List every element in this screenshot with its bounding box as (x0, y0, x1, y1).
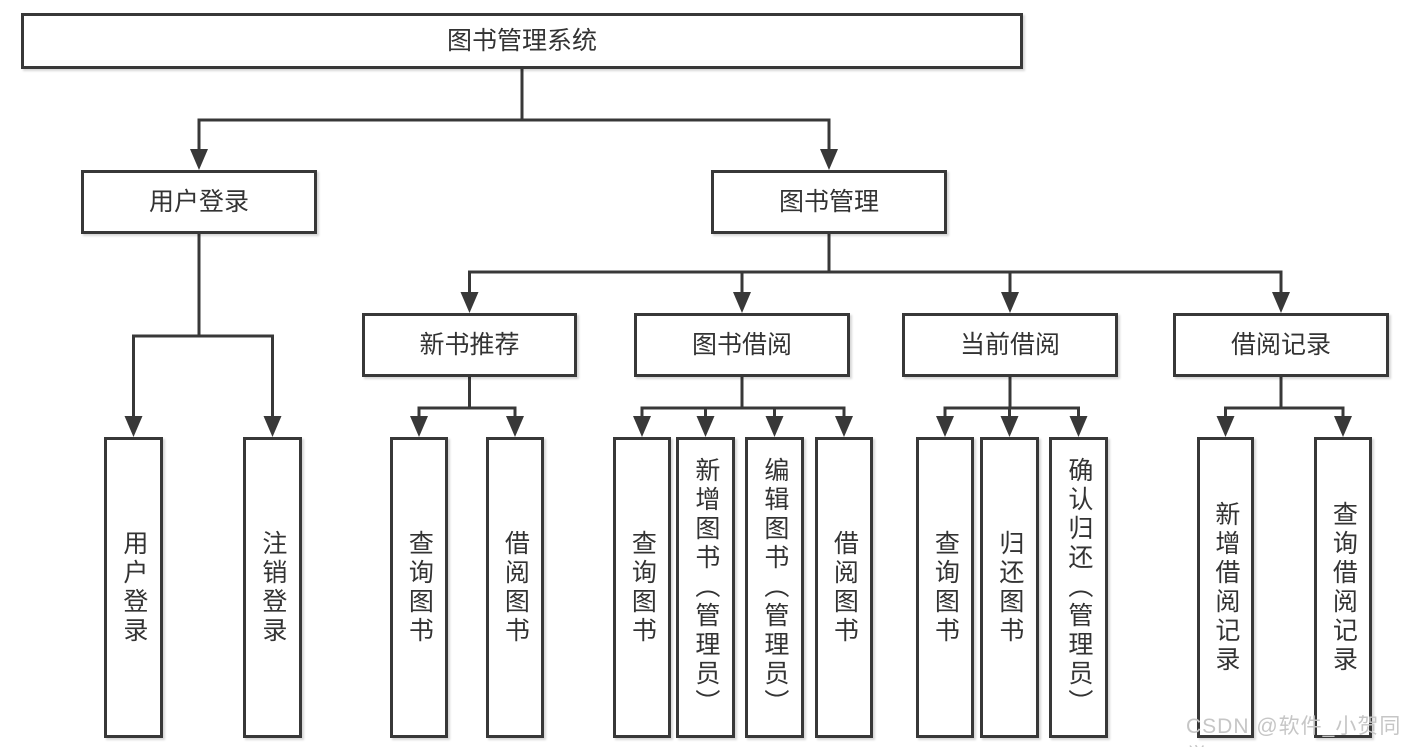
node-br-add-record: 新增借阅记录 (1197, 437, 1254, 738)
node-cb-confirm-admin: 确认归还（管理员） (1049, 437, 1108, 738)
node-rec-search-books: 查询图书 (390, 437, 448, 738)
node-root: 图书管理系统 (21, 13, 1023, 69)
node-leaf-logout: 注销登录 (243, 437, 302, 738)
node-bb-edit-books-admin: 编辑图书（管理员） (745, 437, 804, 738)
node-br-search-record: 查询借阅记录 (1314, 437, 1372, 738)
node-book-mgmt: 图书管理 (711, 170, 947, 234)
node-cb-search-books: 查询图书 (916, 437, 974, 738)
node-current-borrow: 当前借阅 (902, 313, 1118, 377)
node-new-book-rec: 新书推荐 (362, 313, 577, 377)
node-leaf-user-login: 用户登录 (104, 437, 163, 738)
node-bb-borrow-books: 借阅图书 (815, 437, 873, 738)
node-bb-add-books-admin: 新增图书（管理员） (676, 437, 735, 738)
node-user-login: 用户登录 (81, 170, 317, 234)
node-cb-return-books: 归还图书 (980, 437, 1039, 738)
node-borrow-records: 借阅记录 (1173, 313, 1389, 377)
node-rec-borrow-books: 借阅图书 (486, 437, 544, 738)
node-book-borrow: 图书借阅 (634, 313, 850, 377)
node-bb-search-books: 查询图书 (613, 437, 671, 738)
